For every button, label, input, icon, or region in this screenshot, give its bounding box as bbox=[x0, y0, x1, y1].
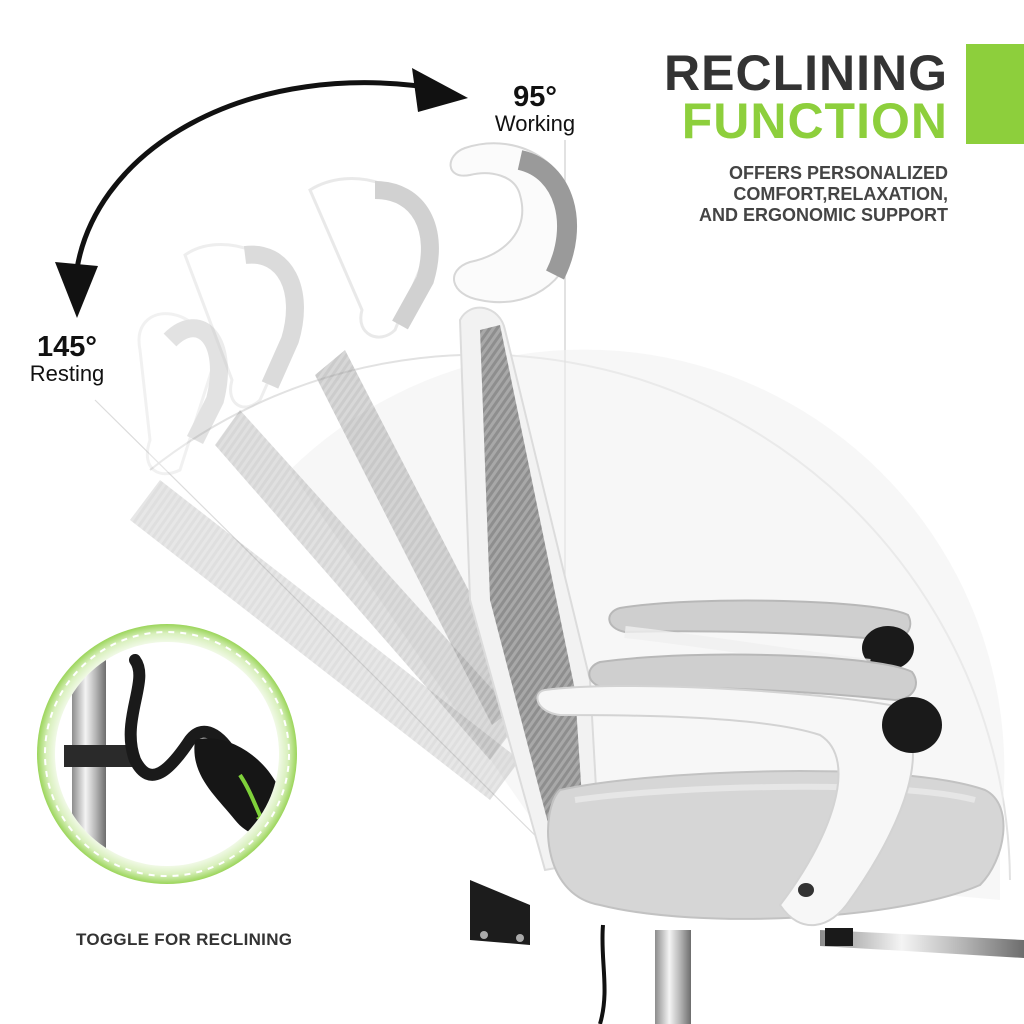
toggle-lever-closeup bbox=[37, 624, 297, 884]
headrest bbox=[449, 142, 577, 304]
backrest-ghost-position-2 bbox=[183, 242, 520, 760]
backrest-ghost-position-3 bbox=[308, 177, 525, 725]
seat-cushion bbox=[547, 770, 1005, 920]
feature-description-line: COMFORT,RELAXATION, bbox=[733, 184, 948, 204]
toggle-caption: TOGGLE FOR RECLINING bbox=[76, 930, 293, 949]
chair-base-mechanism bbox=[470, 880, 1024, 1024]
resting-angle-label: 145° Resting bbox=[12, 332, 122, 386]
recline-range-arrow-icon bbox=[55, 68, 468, 318]
feature-description: OFFERS PERSONALIZED COMFORT,RELAXATION, … bbox=[699, 163, 948, 226]
working-angle-mode: Working bbox=[494, 111, 576, 136]
resting-angle-degrees: 145° bbox=[37, 331, 97, 363]
lever-paddle bbox=[194, 738, 279, 836]
working-angle-degrees: 95° bbox=[513, 81, 557, 113]
headline-reclining: RECLINING bbox=[664, 45, 948, 101]
backrest-ghost-position-1 bbox=[130, 312, 520, 800]
armrest-front bbox=[536, 653, 942, 927]
working-angle-label: 95° Working bbox=[480, 82, 590, 136]
backrest-working-position bbox=[449, 142, 602, 872]
armrest-rear bbox=[608, 599, 914, 671]
headline-function: FUNCTION bbox=[681, 93, 948, 149]
feature-description-line: OFFERS PERSONALIZED bbox=[728, 163, 948, 183]
feature-description-line: AND ERGONOMIC SUPPORT bbox=[698, 205, 948, 225]
accent-bar bbox=[966, 44, 1024, 144]
resting-angle-mode: Resting bbox=[29, 361, 105, 386]
